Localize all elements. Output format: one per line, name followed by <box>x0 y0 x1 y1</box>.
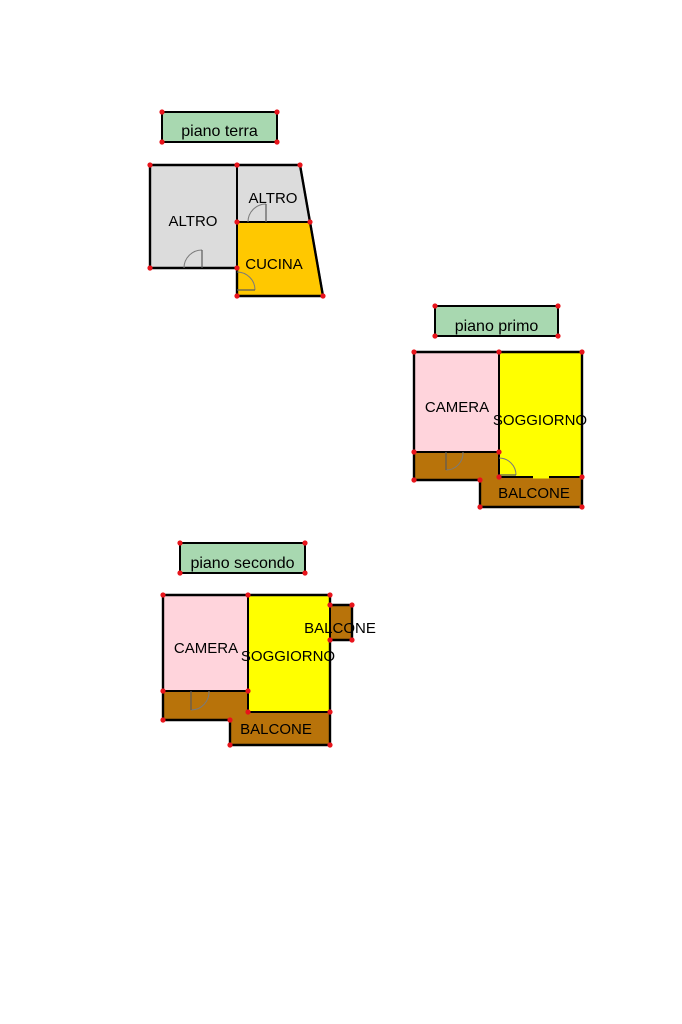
floor-title-second: piano secondo <box>190 555 294 572</box>
room-label-balcone-second-small: BALCONE <box>304 620 376 637</box>
vertices-second <box>160 540 355 748</box>
vertices-first <box>411 303 585 510</box>
floor-tag-first[interactable] <box>434 305 559 337</box>
room-label-altro-1: ALTRO <box>169 213 218 230</box>
door-altro-2[interactable] <box>247 203 267 223</box>
floor-ground: piano terra ALTRO ALTRO CUCINA <box>147 109 326 299</box>
room-label-balcone-first: BALCONE <box>498 485 570 502</box>
room-label-camera-second: CAMERA <box>174 640 238 657</box>
floor-tag-second[interactable] <box>179 542 306 574</box>
room-label-camera-first: CAMERA <box>425 399 489 416</box>
room-label-balcone-second: BALCONE <box>240 721 312 738</box>
vertices-ground <box>147 109 326 299</box>
room-label-altro-2: ALTRO <box>249 190 298 207</box>
floor-title-ground: piano terra <box>181 123 258 140</box>
floor-title-first: piano primo <box>455 318 539 335</box>
door-camera-first[interactable] <box>445 451 464 471</box>
room-label-soggiorno-second: SOGGIORNO <box>241 648 335 665</box>
floor-first: piano primo CAMERA SOGGIORNO BALCONE <box>411 303 587 510</box>
door-cucina[interactable] <box>236 271 256 291</box>
floor-tag-ground[interactable] <box>161 111 278 143</box>
door-camera-second[interactable] <box>190 690 210 711</box>
door-soggiorno-first[interactable] <box>498 457 517 476</box>
door-altro-1[interactable] <box>183 249 203 269</box>
room-label-soggiorno-first: SOGGIORNO <box>493 412 587 429</box>
floor-second: piano secondo CAMERA SOGGIORNO BALCONE B… <box>160 540 376 748</box>
room-label-cucina: CUCINA <box>245 256 303 273</box>
